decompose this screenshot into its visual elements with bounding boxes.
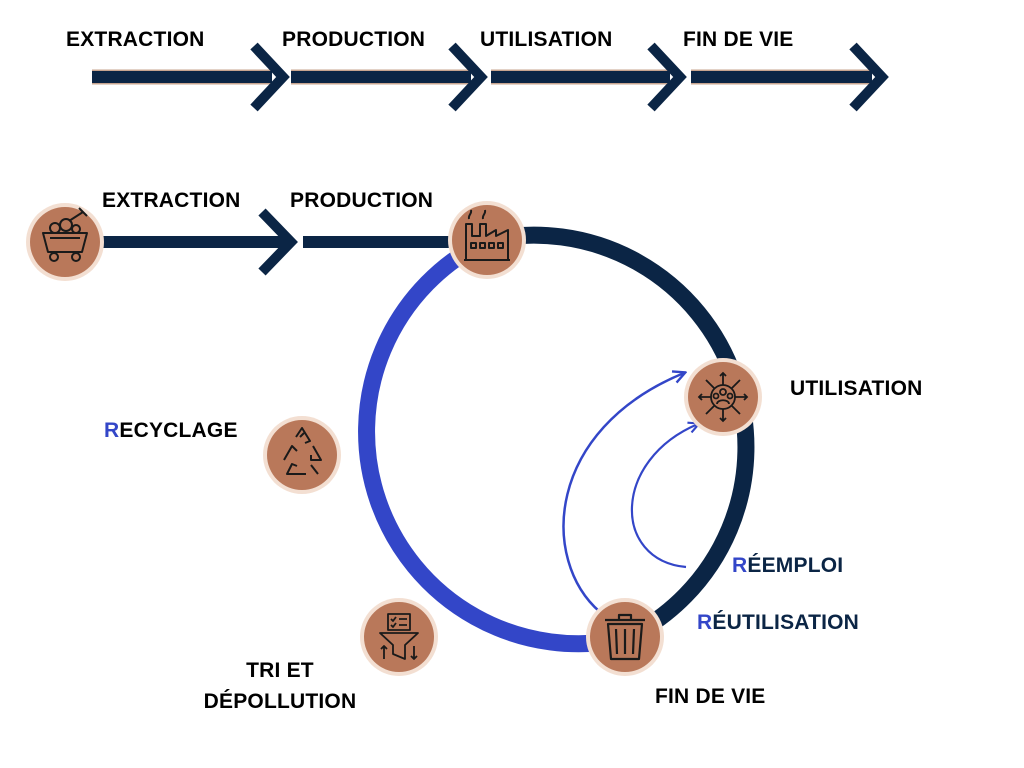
linear-step-utilisation: UTILISATION [480, 28, 613, 51]
circular-label-fin-de-vie: FIN DE VIE [655, 685, 766, 708]
circular-label-reemploi: RÉEMPLOI [732, 554, 843, 578]
circular-label-recyclage: RECYCLAGE [104, 419, 238, 443]
reemploi-arrow [630, 424, 698, 569]
reutilisation-arrow [562, 373, 684, 613]
linear-step-fin-de-vie: FIN DE VIE [683, 28, 794, 51]
node-production [448, 201, 526, 279]
circular-label-reutilisation: RÉUTILISATION [697, 611, 859, 635]
node-recyclage [263, 416, 341, 494]
recycle-icon [283, 427, 322, 475]
people-network-icon [697, 371, 749, 423]
reutilisation-rest: ÉUTILISATION [712, 611, 860, 634]
mining-cart-icon [42, 207, 88, 262]
circular-entry-arrows [103, 208, 455, 276]
circular-label-utilisation: UTILISATION [790, 377, 923, 400]
linear-arrow-2 [291, 42, 488, 112]
reemploi-initial: R [732, 554, 748, 577]
trash-bin-icon [605, 613, 645, 661]
circular-label-tri-depollution: TRI ET DÉPOLLUTION [190, 655, 370, 717]
reemploi-rest: ÉEMPLOI [747, 554, 844, 577]
linear-arrow-4 [691, 42, 889, 112]
recyclage-rest: ECYCLAGE [119, 419, 238, 442]
reutilisation-initial: R [697, 611, 713, 634]
node-utilisation [684, 358, 762, 436]
return-arrows [562, 373, 698, 613]
linear-step-production: PRODUCTION [282, 28, 426, 51]
factory-icon [464, 209, 510, 261]
recyclage-initial: R [104, 419, 120, 442]
node-extraction [26, 203, 104, 281]
circular-label-extraction: EXTRACTION [102, 189, 241, 212]
node-fin-de-vie [586, 598, 664, 676]
tri-line-1: TRI ET [246, 659, 314, 682]
circular-label-production: PRODUCTION [290, 189, 434, 212]
cycle-ring [358, 226, 755, 653]
node-tri [360, 598, 438, 676]
ring-segment-recycle [358, 232, 627, 653]
tri-line-2: DÉPOLLUTION [203, 690, 357, 713]
linear-arrow-3 [491, 42, 687, 112]
linear-chain [92, 42, 889, 112]
ring-segment-use [485, 226, 755, 647]
linear-step-extraction: EXTRACTION [66, 28, 205, 51]
linear-arrow-1 [92, 42, 290, 112]
filter-sorting-icon [379, 613, 419, 660]
